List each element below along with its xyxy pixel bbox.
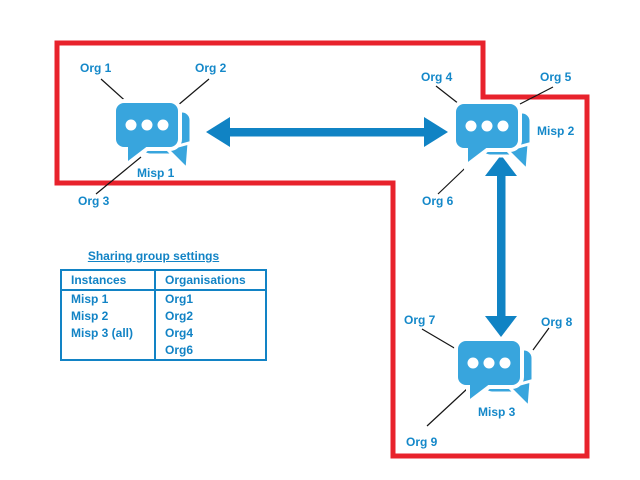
organisation-cell: Org6 [154,342,266,360]
sharing-group-settings-table: Instances Organisations Misp 1 Org1 Misp… [60,269,267,361]
leader-line-org2 [176,78,210,107]
org-leader-lines [95,78,554,427]
header-organisations: Organisations [154,270,266,291]
table-row: Misp 3 (all) Org4 [61,325,266,342]
label-org8: Org 8 [541,315,573,329]
label-org3: Org 3 [78,194,110,208]
table-row: Misp 2 Org2 [61,308,266,325]
misp1-chat-bubbles-icon [112,99,193,171]
header-instances: Instances [61,270,155,291]
label-org1: Org 1 [80,61,112,75]
misp3-chat-bubbles-icon [454,337,535,409]
label-org9: Org 9 [406,435,438,449]
misp2-chat-bubbles-icon [452,100,533,172]
table-row: Misp 1 Org1 [61,290,266,308]
table-row: Org6 [61,342,266,360]
sharing-group-settings-panel: Sharing group settings Instances Organis… [60,249,267,361]
leader-line-org3 [95,156,142,195]
sync-arrow-misp1-misp2 [206,117,448,147]
table-header-row: Instances Organisations [61,270,266,291]
organisation-cell: Org4 [154,325,266,342]
label-org2: Org 2 [195,61,227,75]
sharing-group-settings-title: Sharing group settings [87,249,220,263]
instance-cell: Misp 1 [71,292,109,306]
label-org5: Org 5 [540,70,572,84]
label-org7: Org 7 [404,313,436,327]
leader-line-org5 [519,86,554,105]
organisation-cell: Org2 [154,308,266,325]
label-org6: Org 6 [422,194,454,208]
instance-cell: Misp 2 [71,309,109,323]
sharing-boundary-outline [54,40,590,459]
leader-line-org4 [435,85,460,105]
instance-cell: Misp 3 (all) [71,326,134,340]
leader-line-org8 [532,327,550,351]
label-misp1: Misp 1 [137,166,175,180]
sync-arrow-misp2-misp3 [485,155,517,337]
organisation-cell: Org1 [154,290,266,308]
leader-line-org9 [426,387,469,427]
leader-line-org7 [421,328,457,350]
label-misp3: Misp 3 [478,405,516,419]
label-org4: Org 4 [421,70,453,84]
label-misp2: Misp 2 [537,124,575,138]
instance-cell [61,342,155,360]
